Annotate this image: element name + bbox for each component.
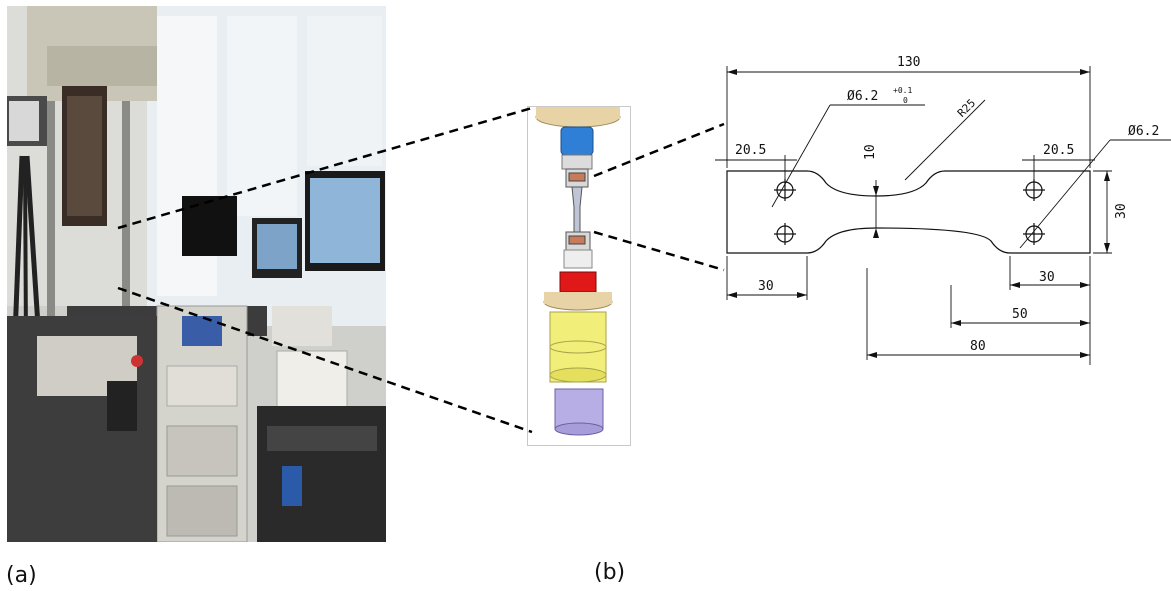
specimen-technical-drawing: 130 Ø6.2 +0.1 0 Ø6.2 R25 20.5 20.5 10 30… (700, 40, 1171, 380)
dim-edge-to-hole-right: 20.5 (1043, 143, 1074, 158)
panel-label-b: (b) (594, 560, 626, 585)
dim-50: 50 (1012, 307, 1028, 322)
dim-edge-to-hole-left: 20.5 (735, 143, 766, 158)
fixture-assembly-render (527, 106, 631, 446)
dim-grip-right: 30 (1039, 270, 1055, 285)
panel-label-a: (a) (6, 563, 37, 588)
dim-total-width: 30 (1114, 203, 1129, 219)
dim-hole-tol-lower: 0 (903, 96, 908, 105)
test-rig-photo (7, 6, 386, 542)
test-rig-photo-graphic (7, 6, 386, 542)
specimen-outline (726, 170, 1091, 254)
dim-overall-length: 130 (897, 55, 920, 70)
specimen-drawing-graphic: 130 Ø6.2 +0.1 0 Ø6.2 R25 20.5 20.5 10 30… (715, 55, 1171, 365)
fixture-assembly-graphic (535, 107, 621, 436)
dim-grip-left: 30 (758, 279, 774, 294)
dim-hole-diameter: Ø6.2 (847, 89, 878, 104)
dim-80: 80 (970, 339, 986, 354)
dim-hole-diameter-right: Ø6.2 (1128, 124, 1159, 139)
dim-hole-tol-upper: +0.1 (893, 86, 912, 95)
dim-gauge-width: 10 (863, 144, 878, 160)
dim-radius: R25 (955, 97, 978, 120)
